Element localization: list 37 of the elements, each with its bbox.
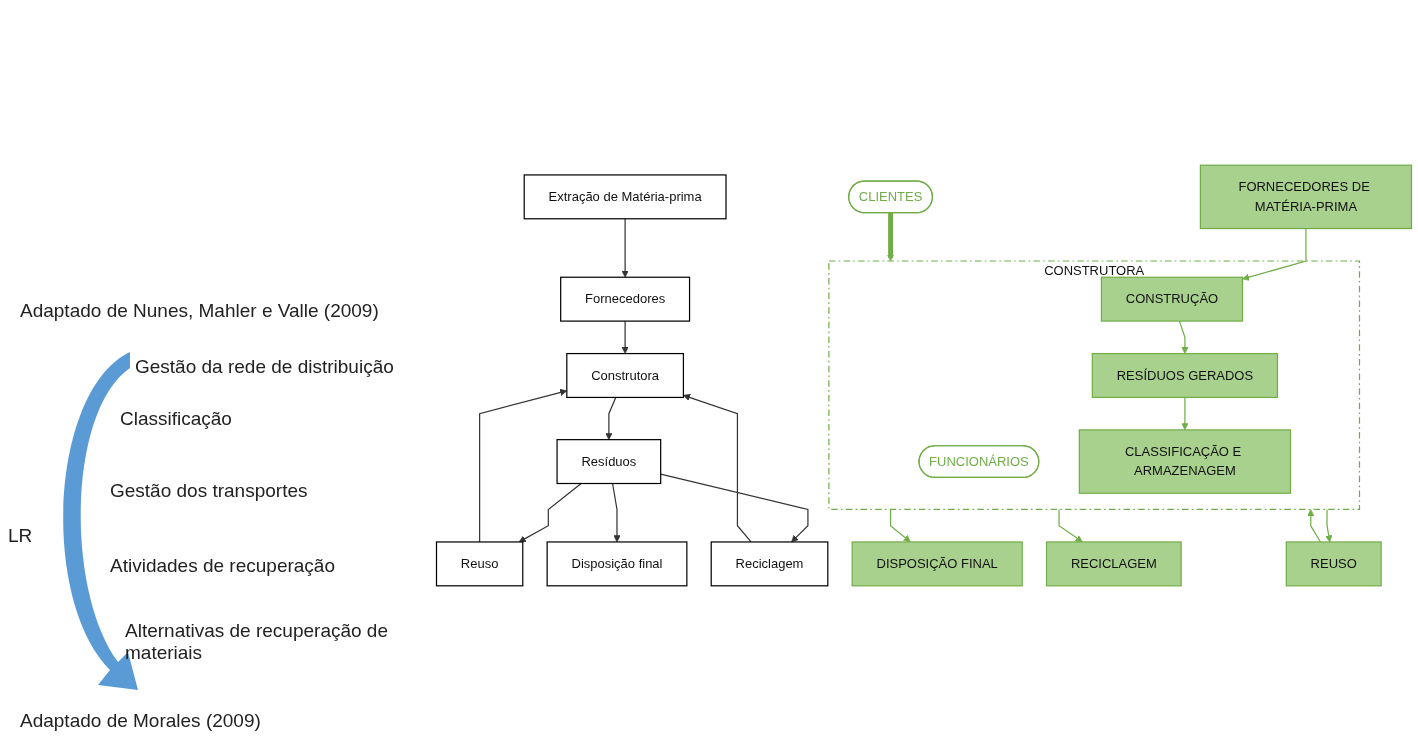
arrow [660,473,809,543]
list-item-text: Gestão da rede de distribuição [135,356,394,378]
list-item-text: Classificação [120,408,232,430]
arrow [621,320,629,354]
node-box: RESÍDUOS GERADOS [1091,352,1279,399]
node-box: Resíduos [556,439,662,485]
axis-label: LR [8,525,33,547]
arrow [1242,227,1307,281]
node-box: Fornecedores [560,276,691,322]
arrow [889,508,911,543]
arrow [1058,508,1083,543]
node-box: Disposição final [546,541,688,587]
node-box: Reuso [435,541,524,587]
node-box: DISPOSIÇÃO FINAL [851,541,1023,587]
arrow [1181,396,1189,431]
arrow [621,218,629,278]
source-caption: Adaptado de Nunes, Mahler e Valle (2009) [20,300,379,322]
node-box: Construtora [566,352,684,399]
node-box: REUSO [1285,541,1382,587]
node-box: Extração de Matéria-prima [523,174,727,220]
arrow [887,212,895,262]
node-box: CLASSIFICAÇÃO E ARMAZENAGEM [1078,429,1292,494]
node-box: RECICLAGEM [1045,541,1182,587]
arrow [612,482,621,543]
list-item-text: Alternativas de recuperação de materiais [125,620,389,664]
list-item-text: Atividades de recuperação [110,555,335,577]
node-box: Reciclagem [710,541,829,587]
arrow [605,396,617,440]
arrow [1178,320,1189,354]
node-box: FORNECEDORES DE MATÉRIA-PRIMA [1199,164,1413,230]
arrow [683,394,752,543]
arrow [518,482,582,543]
source-caption: Adaptado de Morales (2009) [20,710,261,732]
arrow [1325,508,1333,543]
arrow [1307,509,1322,543]
node-box: CONSTRUÇÃO [1100,276,1244,322]
list-item-text: Gestão dos transportes [110,480,308,502]
